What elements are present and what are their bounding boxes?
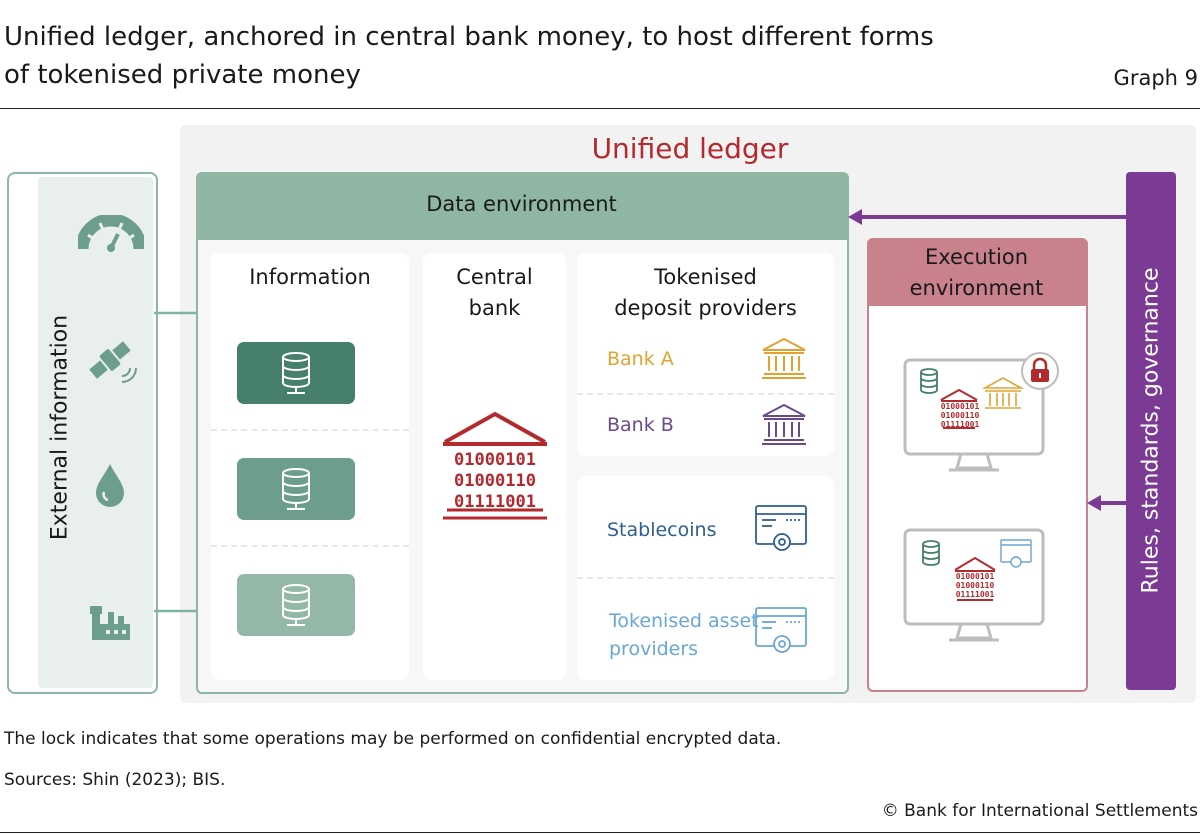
data-environment-title: Data environment [426,192,617,216]
stablecoins-label: Stablecoins [607,519,717,541]
rules-standards-governance-label: Rules, standards, governance [1138,267,1164,594]
database-tile-1 [237,342,355,404]
external-information-inner [38,177,153,688]
bank-a-icon [762,337,806,379]
database-icon [282,468,310,510]
lock-icon [1021,352,1059,390]
central-bank-title-line1: Central [456,265,533,289]
tokenised-asset-label-line2: providers [609,638,699,660]
bank-b-label: Bank B [607,414,674,436]
central-bank-column [423,253,566,680]
binary-line: 01111001 [454,492,536,512]
rules-to-data-arrow [848,209,1128,225]
tokenised-deposit-title-line2: deposit providers [614,296,797,320]
information-title: Information [249,265,371,289]
stablecoins-divider [577,577,834,579]
bank-b-icon [762,403,806,445]
copyright: © Bank for International Settlements [881,801,1198,821]
data-environment-header [196,172,847,240]
rules-standards-governance-bar [1126,172,1176,690]
binary-line: 01111001 [955,590,995,599]
tokenised-asset-label-line1: Tokenised asset [609,610,759,632]
tokenised-asset-label: Tokenised asset providers [609,607,759,663]
central-bank-title-line2: bank [468,296,521,320]
information-divider-2 [211,545,409,547]
execution-environment-box [867,238,1088,692]
execution-title-line1: Execution [924,245,1029,269]
database-icon [282,352,310,394]
tokenised-deposit-title: Tokenised deposit providers [577,262,834,324]
execution-title-line2: environment [909,276,1044,300]
footnote: The lock indicates that some operations … [4,729,782,749]
satellite-icon [89,341,137,383]
central-bank-binary: 01000101 01000110 01111001 [441,450,549,513]
sources: Sources: Shin (2023); BIS. [4,770,226,790]
execution-binary-2: 01000101 01000110 01111001 [955,572,995,599]
binary-line: 01000101 [454,450,536,470]
binary-line: 01000110 [955,581,995,590]
tokenised-deposit-title-line1: Tokenised [654,265,757,289]
binary-line: 01000110 [454,471,536,491]
database-tile-2 [237,458,355,520]
central-bank-title: Central bank [423,262,566,324]
execution-binary-1: 01000101 01000110 01111001 [940,402,980,429]
binary-line: 01111001 [940,420,980,429]
chart-title: Unified ledger, anchored in central bank… [4,22,934,90]
bottom-rule [0,832,1200,833]
external-information-label: External information [47,314,73,541]
droplet-icon [96,464,124,507]
database-icon [282,584,310,626]
binary-line: 01000101 [955,572,995,581]
rules-to-execution-arrow [1087,495,1128,511]
bank-a-label: Bank A [607,348,674,370]
binary-line: 01000101 [940,402,980,411]
execution-environment-title: Execution environment [867,242,1086,304]
factory-icon [90,606,130,640]
tokenised-asset-settings-icon [755,607,807,653]
tokenised-divider [577,393,834,395]
binary-line: 01000110 [940,411,980,420]
stablecoins-settings-icon [755,505,807,551]
execution-environment-header [867,238,1086,306]
gauge-icon [78,215,144,252]
central-bank-icon [443,411,547,520]
graph-label: Graph 9 [1113,66,1198,90]
monitor-icon-1 [903,358,1045,472]
top-rule [0,108,1200,109]
unified-ledger-title: Unified ledger [591,132,789,165]
monitor-icon-2 [903,528,1045,642]
database-tile-3 [237,574,355,636]
information-divider-1 [211,429,409,431]
